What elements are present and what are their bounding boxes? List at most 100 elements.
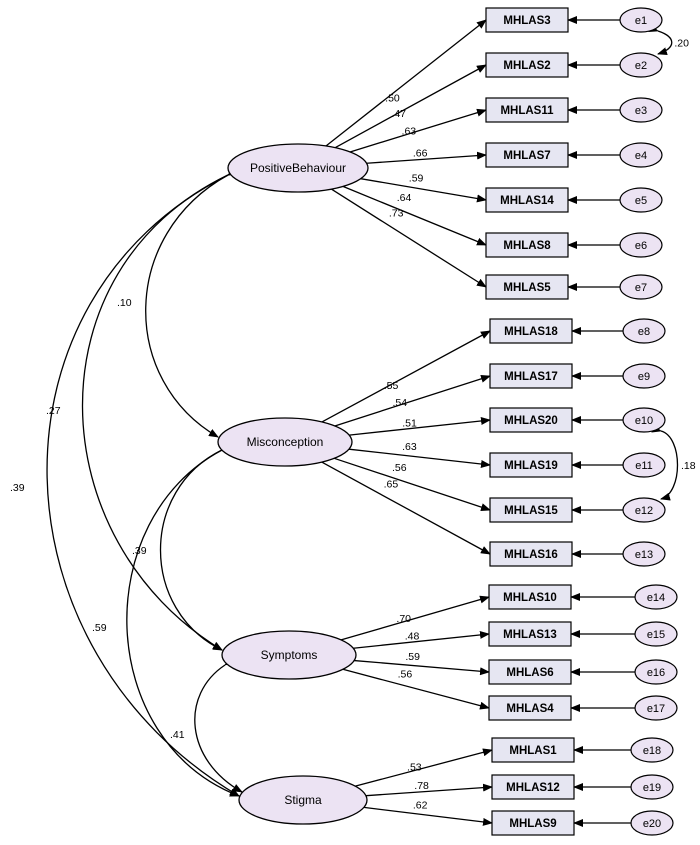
error-label-e6: e6 bbox=[635, 240, 647, 252]
loading-path-mhlas3 bbox=[325, 19, 487, 147]
error-label-e17: e17 bbox=[647, 703, 665, 715]
loading-label-mhlas13: .48 bbox=[405, 631, 420, 643]
loading-path-mhlas5 bbox=[330, 188, 487, 288]
latent-correlation-pb-mis bbox=[145, 167, 238, 438]
error-term-e11 bbox=[622, 452, 666, 478]
error-term-e7 bbox=[619, 274, 663, 300]
error-label-e1: e1 bbox=[635, 15, 647, 27]
latent-correlation-pb-sti bbox=[46, 167, 240, 797]
error-covariance-e1-e2 bbox=[648, 24, 673, 55]
indicator-box-mhlas5 bbox=[485, 274, 569, 300]
loading-label-mhlas20: .51 bbox=[402, 417, 417, 429]
error-term-e3 bbox=[619, 97, 663, 123]
error-label-e15: e15 bbox=[647, 629, 665, 641]
indicator-label-mhlas5: MHLAS5 bbox=[503, 282, 551, 294]
loading-label-mhlas12: .78 bbox=[414, 780, 429, 792]
error-label-e5: e5 bbox=[635, 195, 647, 207]
error-term-e10 bbox=[622, 407, 666, 433]
loading-label-mhlas16: .65 bbox=[384, 478, 399, 490]
error-covariance-e10-e12 bbox=[651, 424, 679, 501]
error-label-e12: e12 bbox=[635, 505, 653, 517]
latent-symptoms bbox=[221, 630, 357, 680]
indicator-label-mhlas4: MHLAS4 bbox=[506, 703, 554, 715]
error-label-e19: e19 bbox=[643, 782, 661, 794]
latent-correlation-sym-sti bbox=[194, 656, 243, 793]
loading-path-mhlas13 bbox=[353, 630, 490, 649]
latent-label-misconception: Misconception bbox=[247, 435, 324, 449]
error-label-e7: e7 bbox=[635, 282, 647, 294]
loading-path-mhlas20 bbox=[349, 416, 491, 436]
error-label-e9: e9 bbox=[638, 371, 650, 383]
error-label-e16: e16 bbox=[647, 667, 665, 679]
indicator-label-mhlas10: MHLAS10 bbox=[503, 592, 557, 604]
loading-path-mhlas17 bbox=[334, 374, 491, 427]
error-label-e4: e4 bbox=[635, 150, 647, 162]
latent-correlation-mis-sym bbox=[159, 442, 232, 651]
indicator-box-mhlas14 bbox=[485, 187, 569, 213]
error-term-e13 bbox=[622, 541, 666, 567]
loading-label-mhlas19: .63 bbox=[402, 441, 417, 453]
loading-path-mhlas11 bbox=[349, 108, 487, 153]
indicator-label-mhlas12: MHLAS12 bbox=[506, 782, 560, 794]
indicator-box-mhlas1 bbox=[491, 737, 575, 763]
latent-positivebehaviour bbox=[227, 143, 369, 193]
error-label-e18: e18 bbox=[643, 745, 661, 757]
indicator-box-mhlas7 bbox=[485, 142, 569, 168]
loading-label-mhlas8: .64 bbox=[397, 192, 412, 204]
loading-path-mhlas12 bbox=[365, 783, 493, 797]
latent-correlation-pb-sym bbox=[81, 167, 238, 651]
loading-label-mhlas6: .59 bbox=[405, 651, 420, 663]
covariance-layer bbox=[46, 24, 679, 797]
error-term-e15 bbox=[634, 621, 678, 647]
indicator-box-mhlas15 bbox=[489, 497, 573, 523]
latent-correlation-label-sym-sti: .41 bbox=[170, 729, 185, 741]
indicator-box-mhlas18 bbox=[489, 318, 573, 344]
loading-label-mhlas11: .63 bbox=[402, 126, 417, 138]
loading-path-mhlas16 bbox=[321, 461, 491, 555]
indicator-box-mhlas4 bbox=[488, 695, 572, 721]
error-term-e14 bbox=[634, 584, 678, 610]
loading-path-mhlas4 bbox=[342, 668, 490, 710]
latent-misconception bbox=[217, 417, 353, 467]
latent-label-stigma: Stigma bbox=[284, 793, 322, 807]
loading-path-mhlas19 bbox=[348, 448, 491, 468]
loading-path-mhlas8 bbox=[342, 185, 487, 246]
indicator-box-mhlas8 bbox=[485, 232, 569, 258]
indicator-box-mhlas2 bbox=[485, 52, 569, 78]
loading-path-mhlas18 bbox=[321, 330, 491, 423]
error-label-e8: e8 bbox=[638, 326, 650, 338]
error-label-e14: e14 bbox=[647, 592, 665, 604]
indicator-box-mhlas6 bbox=[488, 659, 572, 685]
indicator-box-mhlas3 bbox=[485, 7, 569, 33]
latent-correlation-mis-sti bbox=[126, 442, 240, 797]
latent-stigma bbox=[238, 775, 368, 825]
loading-label-mhlas17: .54 bbox=[392, 397, 407, 409]
indicator-label-mhlas1: MHLAS1 bbox=[509, 745, 557, 757]
indicator-label-mhlas2: MHLAS2 bbox=[503, 60, 550, 72]
latent-correlation-label-mis-sti: .59 bbox=[92, 622, 107, 634]
error-label-e2: e2 bbox=[635, 60, 647, 72]
indicator-label-mhlas8: MHLAS8 bbox=[503, 240, 551, 252]
indicator-box-mhlas9 bbox=[491, 810, 575, 836]
error-term-e6 bbox=[619, 232, 663, 258]
indicator-label-mhlas11: MHLAS11 bbox=[500, 105, 554, 117]
loading-label-mhlas15: .56 bbox=[392, 462, 407, 474]
error-term-e2 bbox=[619, 52, 663, 78]
loading-label-mhlas3: .50 bbox=[385, 93, 400, 105]
error-term-e5 bbox=[619, 187, 663, 213]
latent-correlation-label-pb-sym: .27 bbox=[46, 405, 61, 417]
error-term-e1 bbox=[619, 7, 663, 33]
loading-label-mhlas5: .73 bbox=[389, 207, 404, 219]
loading-path-mhlas14 bbox=[360, 178, 487, 203]
indicator-box-mhlas17 bbox=[489, 363, 573, 389]
error-term-e20 bbox=[630, 810, 674, 836]
error-term-e8 bbox=[622, 318, 666, 344]
indicator-label-mhlas16: MHLAS16 bbox=[504, 549, 558, 561]
loading-label-mhlas10: .70 bbox=[396, 613, 411, 625]
indicator-box-mhlas19 bbox=[489, 452, 573, 478]
loading-label-mhlas1: .53 bbox=[407, 762, 422, 774]
error-term-e17 bbox=[634, 695, 678, 721]
error-term-e9 bbox=[622, 363, 666, 389]
